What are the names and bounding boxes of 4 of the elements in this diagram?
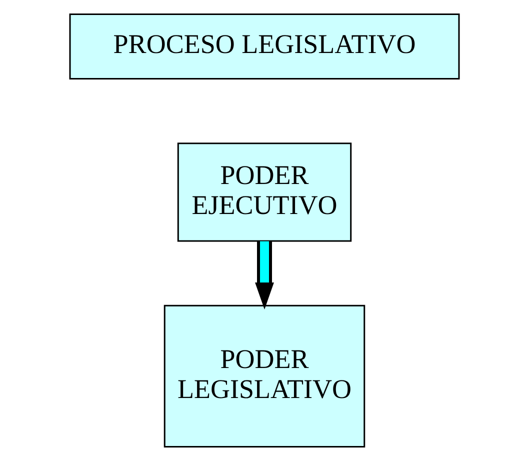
node-box: PROCESO LEGISLATIVO <box>69 13 460 80</box>
node-box: PODER LEGISLATIVO <box>164 304 366 448</box>
node-box: PODER EJECUTIVO <box>177 142 352 242</box>
arrow <box>255 241 274 310</box>
